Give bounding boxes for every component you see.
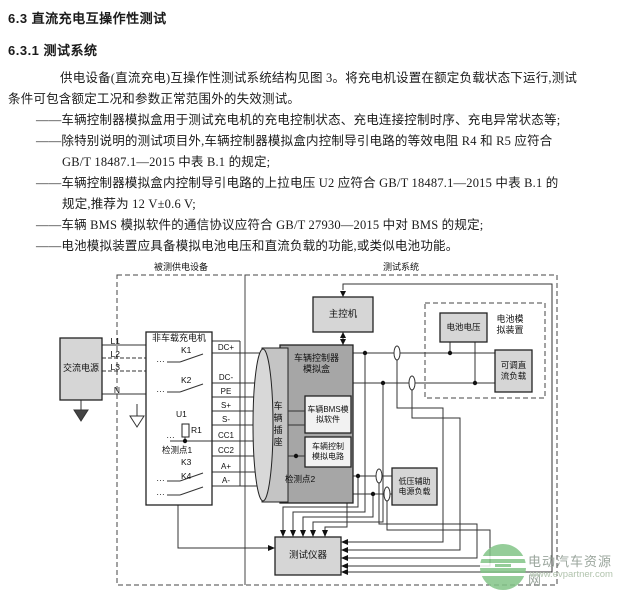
pin-label: CC1 xyxy=(217,431,234,440)
ac-source-box: 交流电源 xyxy=(62,363,99,374)
sensor-ovals xyxy=(375,345,416,502)
body-line: ——除特别说明的测试项目外,车辆控制器模拟盒内控制导引电路的等效电阻 R4 和 … xyxy=(36,134,553,148)
ac-line-label: L3 xyxy=(110,362,120,372)
r1-label: R1 xyxy=(191,425,202,435)
pin-label: A- xyxy=(222,476,230,485)
checkpoint2-label: 检测点2 xyxy=(285,474,316,484)
u1-label: U1 xyxy=(176,409,187,419)
ground-symbols xyxy=(73,409,145,428)
bms-software-box: 车辆BMS模拟软件 xyxy=(307,404,349,424)
ground-icon xyxy=(73,409,89,422)
boxes-layer xyxy=(59,296,533,576)
body-line: 条件可包含额定工况和参数正常范围外的失效测试。 xyxy=(8,92,301,106)
master-controller-box: 主控机 xyxy=(328,308,358,320)
body-line: 供电设备(直流充电)互操作性测试系统结构见图 3。将充电机设置在额定负载状态下运… xyxy=(60,71,578,85)
evpartner-logo-icon xyxy=(480,544,526,590)
section-heading: 6.3 直流充电互操作性测试 xyxy=(8,11,167,26)
body-line: 规定,推荐为 12 V±0.6 V; xyxy=(62,197,196,211)
ellipsis-mark: … xyxy=(166,430,175,440)
inner-wires xyxy=(167,353,305,496)
subsection-heading: 6.3.1 测试系统 xyxy=(8,43,98,58)
dut-enclosure-label: 被测供电设备 xyxy=(153,261,208,272)
body-line: ——车辆控制器模拟盒内控制导引电路的上拉电压 U2 应符合 GB/T 18487… xyxy=(36,176,559,190)
pin-label: A+ xyxy=(220,462,231,471)
instrument-box: 测试仪器 xyxy=(288,550,327,562)
pin-label: DC- xyxy=(218,373,234,382)
switch-label: K2 xyxy=(181,375,192,385)
ellipsis-mark: … xyxy=(156,487,165,497)
control-circuit-box: 车辆控制模拟电路 xyxy=(312,442,344,461)
watermark-url: www.evpartner.com xyxy=(530,569,613,580)
ground-icon xyxy=(129,415,145,428)
body-line: ——车辆 BMS 模拟软件的通信协议应符合 GB/T 27930—2015 中对… xyxy=(36,218,484,232)
pin-label: DC+ xyxy=(217,343,235,352)
switch-label: K4 xyxy=(181,471,192,481)
ac-line-label: L1 xyxy=(110,336,120,346)
ellipsis-mark: … xyxy=(156,384,165,394)
wires-layer xyxy=(80,283,553,573)
ellipsis-mark: … xyxy=(156,354,165,364)
pin-label: S+ xyxy=(220,401,231,410)
charger-box-title: 非车载充电机 xyxy=(151,333,206,343)
pin-label: S- xyxy=(222,415,230,424)
body-line: GB/T 18487.1—2015 中表 B.1 的规定; xyxy=(62,155,271,169)
dc-load-box: 可调直流负载 xyxy=(500,360,527,381)
vehicle-socket-label: 车辆插座 xyxy=(272,401,283,449)
ellipsis-mark: … xyxy=(156,473,165,483)
pin-label: CC2 xyxy=(217,446,234,455)
vcu-simulator-box-title: 车辆控制器模拟盒 xyxy=(293,352,339,374)
battery-voltage-box: 电池电压 xyxy=(446,322,481,333)
watermark-site-name: 电动汽车资源网 xyxy=(528,554,613,588)
battery-sim-enclosure-label: 电池模拟装置 xyxy=(496,313,524,335)
body-line: ——电池模拟装置应具备模拟电池电压和直流负载的功能,或类似电池功能。 xyxy=(36,239,459,253)
ac-line-label: N xyxy=(113,385,120,395)
switch-label: K3 xyxy=(181,457,192,467)
test-system-enclosure-label: 测试系统 xyxy=(382,261,419,272)
junction-dots xyxy=(182,350,478,497)
pin-label: PE xyxy=(220,387,232,396)
ac-line-label: L2 xyxy=(110,349,120,359)
body-line: ——车辆控制器模拟盒用于测试充电机的充电控制状态、充电连接控制时序、充电异常状态… xyxy=(36,113,561,127)
arrowheads xyxy=(268,291,348,575)
aux-load-box: 低压辅助电源负载 xyxy=(398,476,431,496)
checkpoint1-label: 检测点1 xyxy=(162,445,193,455)
switch-label: K1 xyxy=(181,345,192,355)
